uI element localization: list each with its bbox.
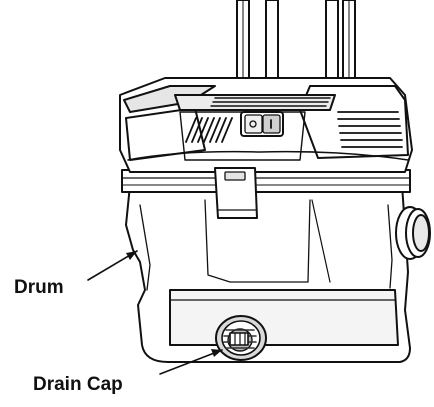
lid-rim xyxy=(121,169,411,193)
drum xyxy=(125,184,411,363)
leader-drum xyxy=(87,250,138,281)
drain-cap xyxy=(215,315,267,361)
drain-cap-callout-label: Drain Cap xyxy=(33,374,123,395)
top-ridges xyxy=(210,97,331,107)
drum-callout-label: Drum xyxy=(14,277,64,298)
grip-bars xyxy=(185,117,233,143)
vent-slats xyxy=(337,111,403,148)
latch xyxy=(214,167,258,219)
handle xyxy=(236,0,356,83)
hose-inlet xyxy=(395,206,431,260)
leader-drain-cap xyxy=(159,349,223,375)
powerhead xyxy=(119,77,413,173)
